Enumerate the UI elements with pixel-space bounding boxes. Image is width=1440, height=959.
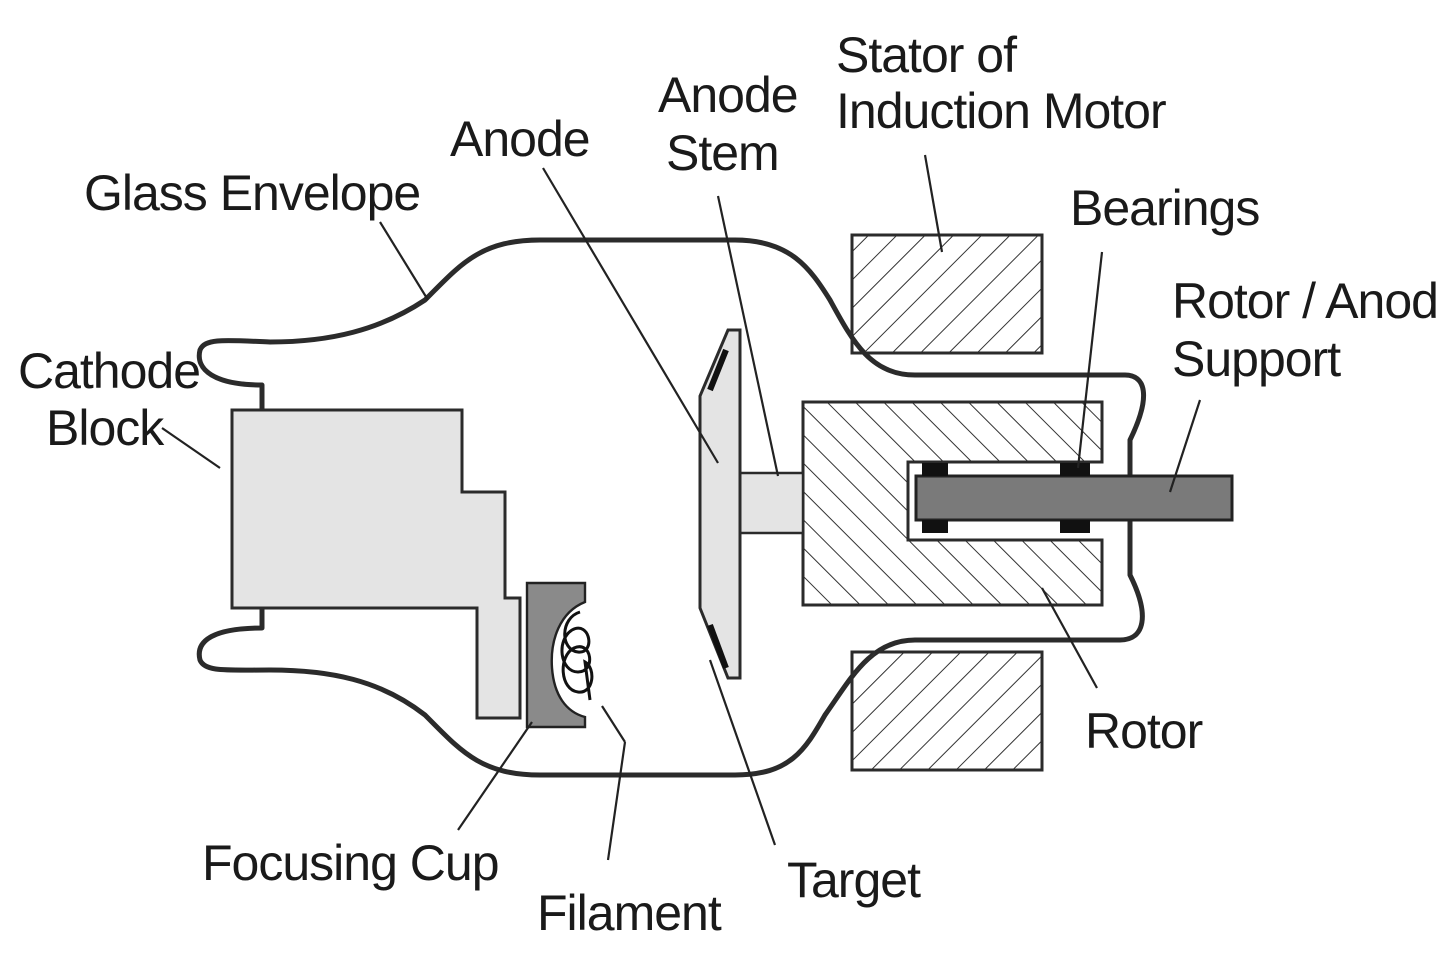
label-cathode-line1: Cathode	[18, 343, 200, 399]
label-anode-stem-line2: Stem	[666, 125, 779, 181]
anode-stem	[735, 471, 805, 535]
label-bearings: Bearings	[1070, 180, 1259, 236]
focusing-cup	[525, 581, 587, 729]
stator-top	[850, 233, 1044, 355]
rotor-body	[801, 400, 1104, 607]
label-rotor-support-line2: Support	[1172, 331, 1341, 387]
label-stator-line1: Stator of	[836, 27, 1017, 83]
rotor-support-rod	[914, 474, 1234, 522]
leader-lines	[161, 154, 1202, 861]
label-anode: Anode	[450, 111, 590, 167]
target-mark-top	[707, 348, 729, 392]
label-anode-stem-line1: Anode	[658, 67, 798, 123]
cathode-block	[230, 408, 522, 720]
bearings	[922, 463, 1090, 533]
label-target: Target	[787, 852, 921, 908]
label-rotor-support-line1: Rotor / Anode	[1172, 273, 1440, 329]
filament-coil	[560, 610, 594, 701]
label-focusing-cup: Focusing Cup	[202, 835, 499, 891]
label-cathode-line2: Block	[46, 400, 165, 456]
stator-bottom	[850, 650, 1044, 772]
anode-disk	[698, 328, 742, 680]
target-mark-bottom	[707, 623, 729, 670]
glass-envelope	[196, 237, 1147, 778]
label-filament: Filament	[537, 885, 722, 941]
label-glass-envelope: Glass Envelope	[84, 165, 420, 221]
label-rotor: Rotor	[1085, 703, 1203, 759]
label-stator-line2: Induction Motor	[836, 83, 1166, 139]
